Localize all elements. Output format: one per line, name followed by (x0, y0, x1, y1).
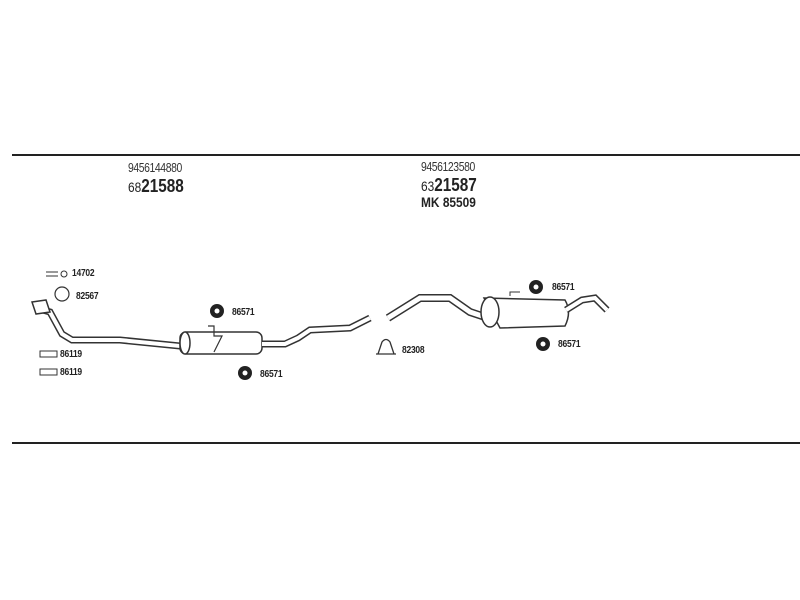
bolt-icon (39, 350, 58, 376)
front-pipe-with-middle-muffler (31, 299, 372, 355)
clamp-icon (376, 338, 396, 355)
mounting-kit-number: MK 85509 (421, 194, 476, 210)
gasket-label: 14702 (72, 268, 95, 279)
part-main: 21588 (141, 176, 184, 196)
part-main: 21587 (434, 175, 477, 195)
rubber-mount-icon (210, 280, 550, 380)
part-number-front: 6821588 (128, 176, 184, 197)
rubber-mount-label: 86571 (552, 282, 575, 293)
oem-number-rear: 9456123580 (421, 159, 475, 174)
part-prefix: 63 (421, 178, 435, 194)
rubber-mount-label: 86571 (558, 339, 581, 350)
rear-pipe-with-rear-muffler (385, 291, 610, 329)
bolt-label: 86119 (60, 349, 82, 360)
part-prefix: 68 (128, 179, 142, 195)
oem-number-front: 9456144880 (128, 160, 182, 175)
clamp-label: 82308 (402, 345, 425, 356)
rubber-mount-label: 86571 (260, 369, 283, 380)
part-number-rear: 6321587 (421, 175, 477, 196)
rubber-mount-label: 86571 (232, 307, 255, 318)
ring-label: 82567 (76, 291, 99, 302)
gasket-icon (46, 270, 68, 278)
bolt-label: 86119 (60, 367, 82, 378)
sealing-ring-icon (54, 286, 70, 302)
